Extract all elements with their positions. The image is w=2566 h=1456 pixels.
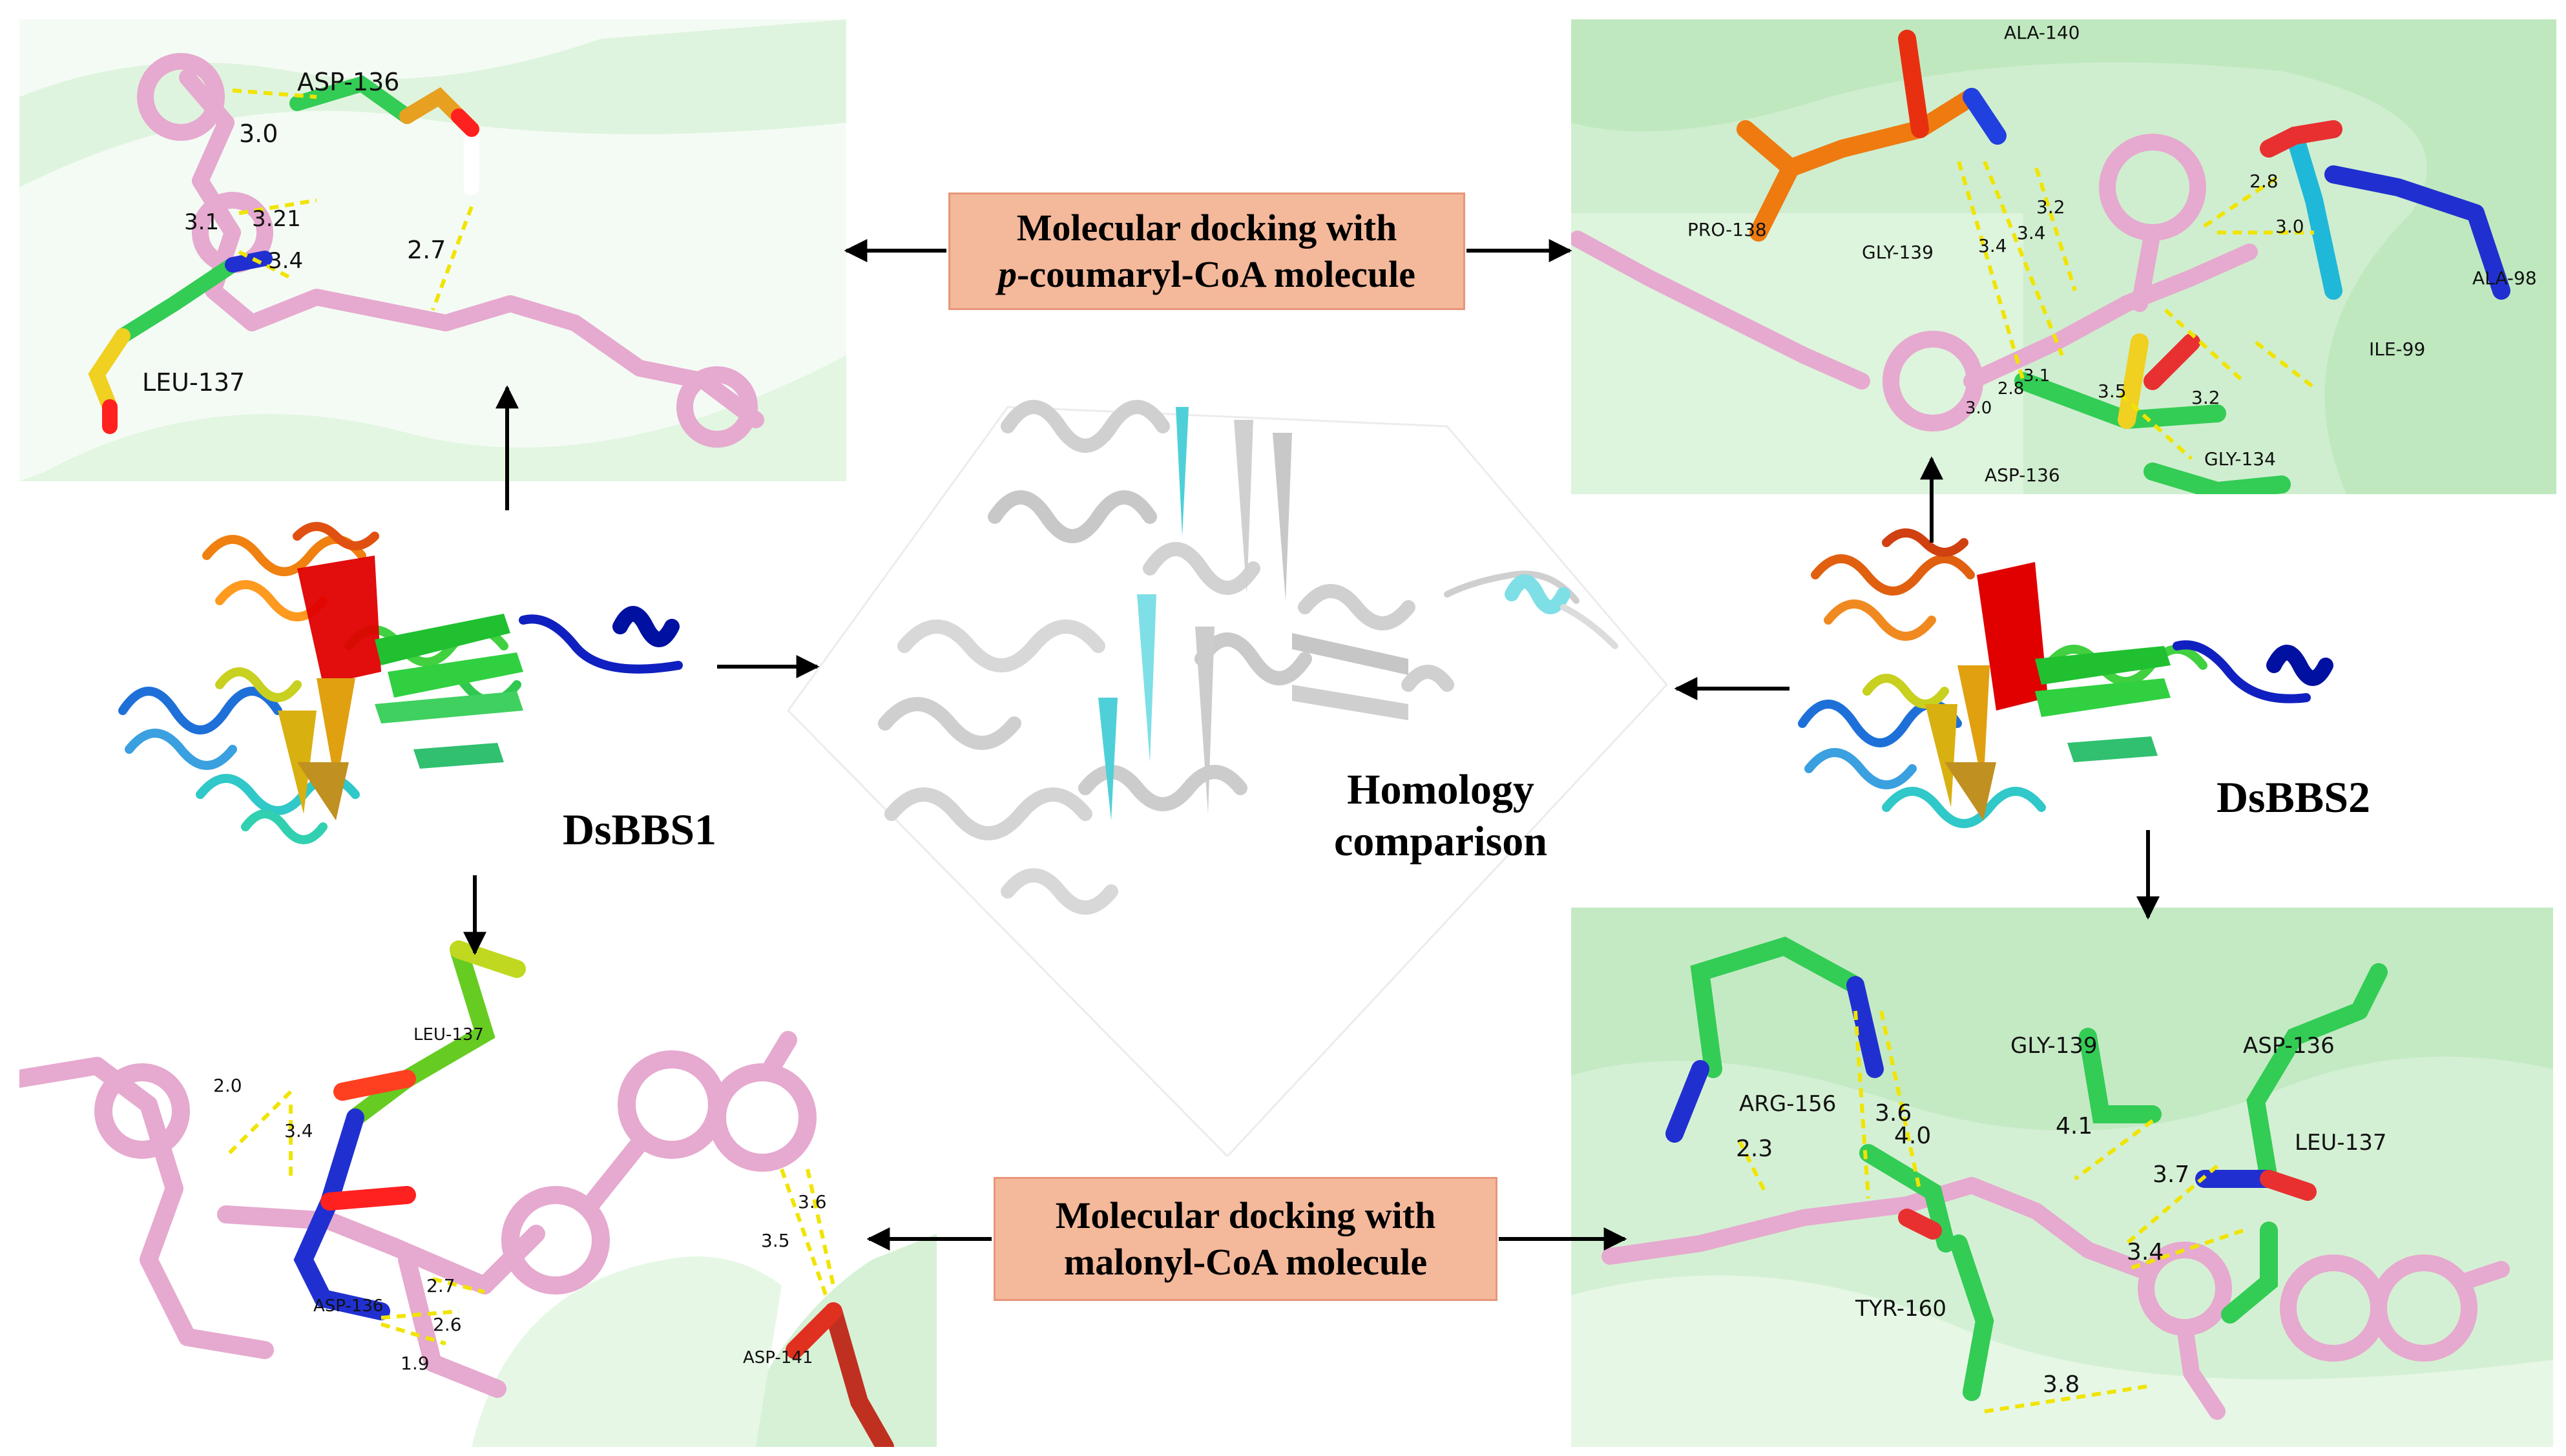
callout-coumaryl-coa: Molecular docking with p-coumaryl-CoA mo… [948,192,1465,310]
docking-panel-dsbbs2-malonyl: GLY-139 ASP-136 ARG-156 LEU-137 TYR-160 … [1571,908,2553,1447]
distance-label: 3.2 [2191,387,2220,408]
docking-panel-dsbbs1-malonyl: LEU-137 ASP-136 ASP-141 2.0 3.4 2.7 2.6 … [19,898,937,1447]
distance-label: 4.1 [2056,1113,2092,1139]
residue-label: ASP-136 [2243,1033,2335,1059]
distance-label: 2.7 [407,236,446,264]
residue-label: LEU-137 [142,368,245,397]
distance-label: 3.7 [2153,1161,2189,1188]
distance-label: 3.1 [184,209,219,235]
distance-label: 3.5 [761,1230,790,1251]
distance-label: 3.0 [2275,216,2304,237]
homology-label-line1: Homology [1347,766,1534,813]
distance-label: 3.0 [1965,399,1992,418]
residue-label: ALA-140 [2004,22,2080,43]
distance-label: 1.9 [401,1353,430,1374]
dsbbs2-label: DsBBS2 [2216,773,2371,822]
docking-panel-dsbbs2-coumaryl: ALA-140 PRO-138 GLY-139 ALA-98 ILE-99 AS… [1571,19,2556,494]
residue-label: ALA-98 [2472,267,2537,289]
distance-label: 2.8 [2249,171,2279,192]
distance-label: 3.0 [239,120,278,148]
distance-label: 3.4 [1978,235,2007,256]
residue-label: ASP-141 [743,1348,813,1368]
residue-label: ASP-136 [1985,464,2060,486]
distance-label: 3.8 [2043,1371,2080,1398]
homology-comparison-structure [736,323,1680,1156]
residue-label: ASP-136 [313,1296,383,1316]
residue-label: GLY-134 [2204,448,2276,470]
distance-label: 2.8 [1998,379,2024,399]
distance-label: 2.3 [1736,1136,1773,1162]
distance-label: 3.2 [2036,196,2065,218]
docking-panel-dsbbs1-coumaryl: ASP-136 LEU-137 3.0 3.1 3.21 3.4 2.7 [19,19,846,481]
distance-label: 2.7 [426,1275,455,1296]
callout-malonyl-coa: Molecular docking with malonyl-CoA molec… [994,1177,1497,1301]
residue-label: PRO-138 [1687,219,1767,240]
dsbbs2-protein-structure [1789,510,2384,885]
residue-label: ARG-156 [1739,1091,1836,1117]
distance-label: 3.5 [2098,380,2127,402]
distance-label: 3.4 [2017,222,2046,244]
callout-malonyl-line2: malonyl-CoA molecule [1063,1241,1428,1283]
distance-label: 3.4 [284,1120,313,1141]
distance-label: 4.0 [1894,1123,1931,1149]
callout-coumaryl-rest: -coumaryl-CoA molecule [1017,253,1415,295]
distance-label: 3.4 [268,248,303,274]
distance-label: 2.6 [433,1314,462,1335]
residue-label: ILE-99 [2369,338,2425,360]
residue-label: LEU-137 [413,1025,484,1045]
distance-label: 3.6 [798,1191,827,1212]
distance-label: 3.21 [252,206,301,232]
callout-coumaryl-line1: Molecular docking with [1016,206,1397,249]
residue-label: LEU-137 [2295,1130,2386,1156]
residue-label: GLY-139 [1862,242,1934,263]
distance-label: 3.4 [2127,1239,2164,1265]
dsbbs1-protein-structure [103,517,717,891]
callout-coumaryl-italic: p [998,253,1017,295]
residue-label: GLY-139 [2010,1033,2098,1059]
distance-label: 3.1 [2023,366,2050,386]
callout-malonyl-line1: Molecular docking with [1055,1194,1436,1236]
homology-label-line2: comparison [1334,818,1547,865]
distance-label: 2.0 [213,1075,242,1096]
distance-label: 3.6 [1875,1100,1912,1127]
residue-label: ASP-136 [297,68,399,96]
callout-coumaryl-line2: p-coumaryl-CoA molecule [950,251,1463,298]
dsbbs1-label: DsBBS1 [562,805,717,854]
residue-label: TYR-160 [1855,1296,1946,1322]
